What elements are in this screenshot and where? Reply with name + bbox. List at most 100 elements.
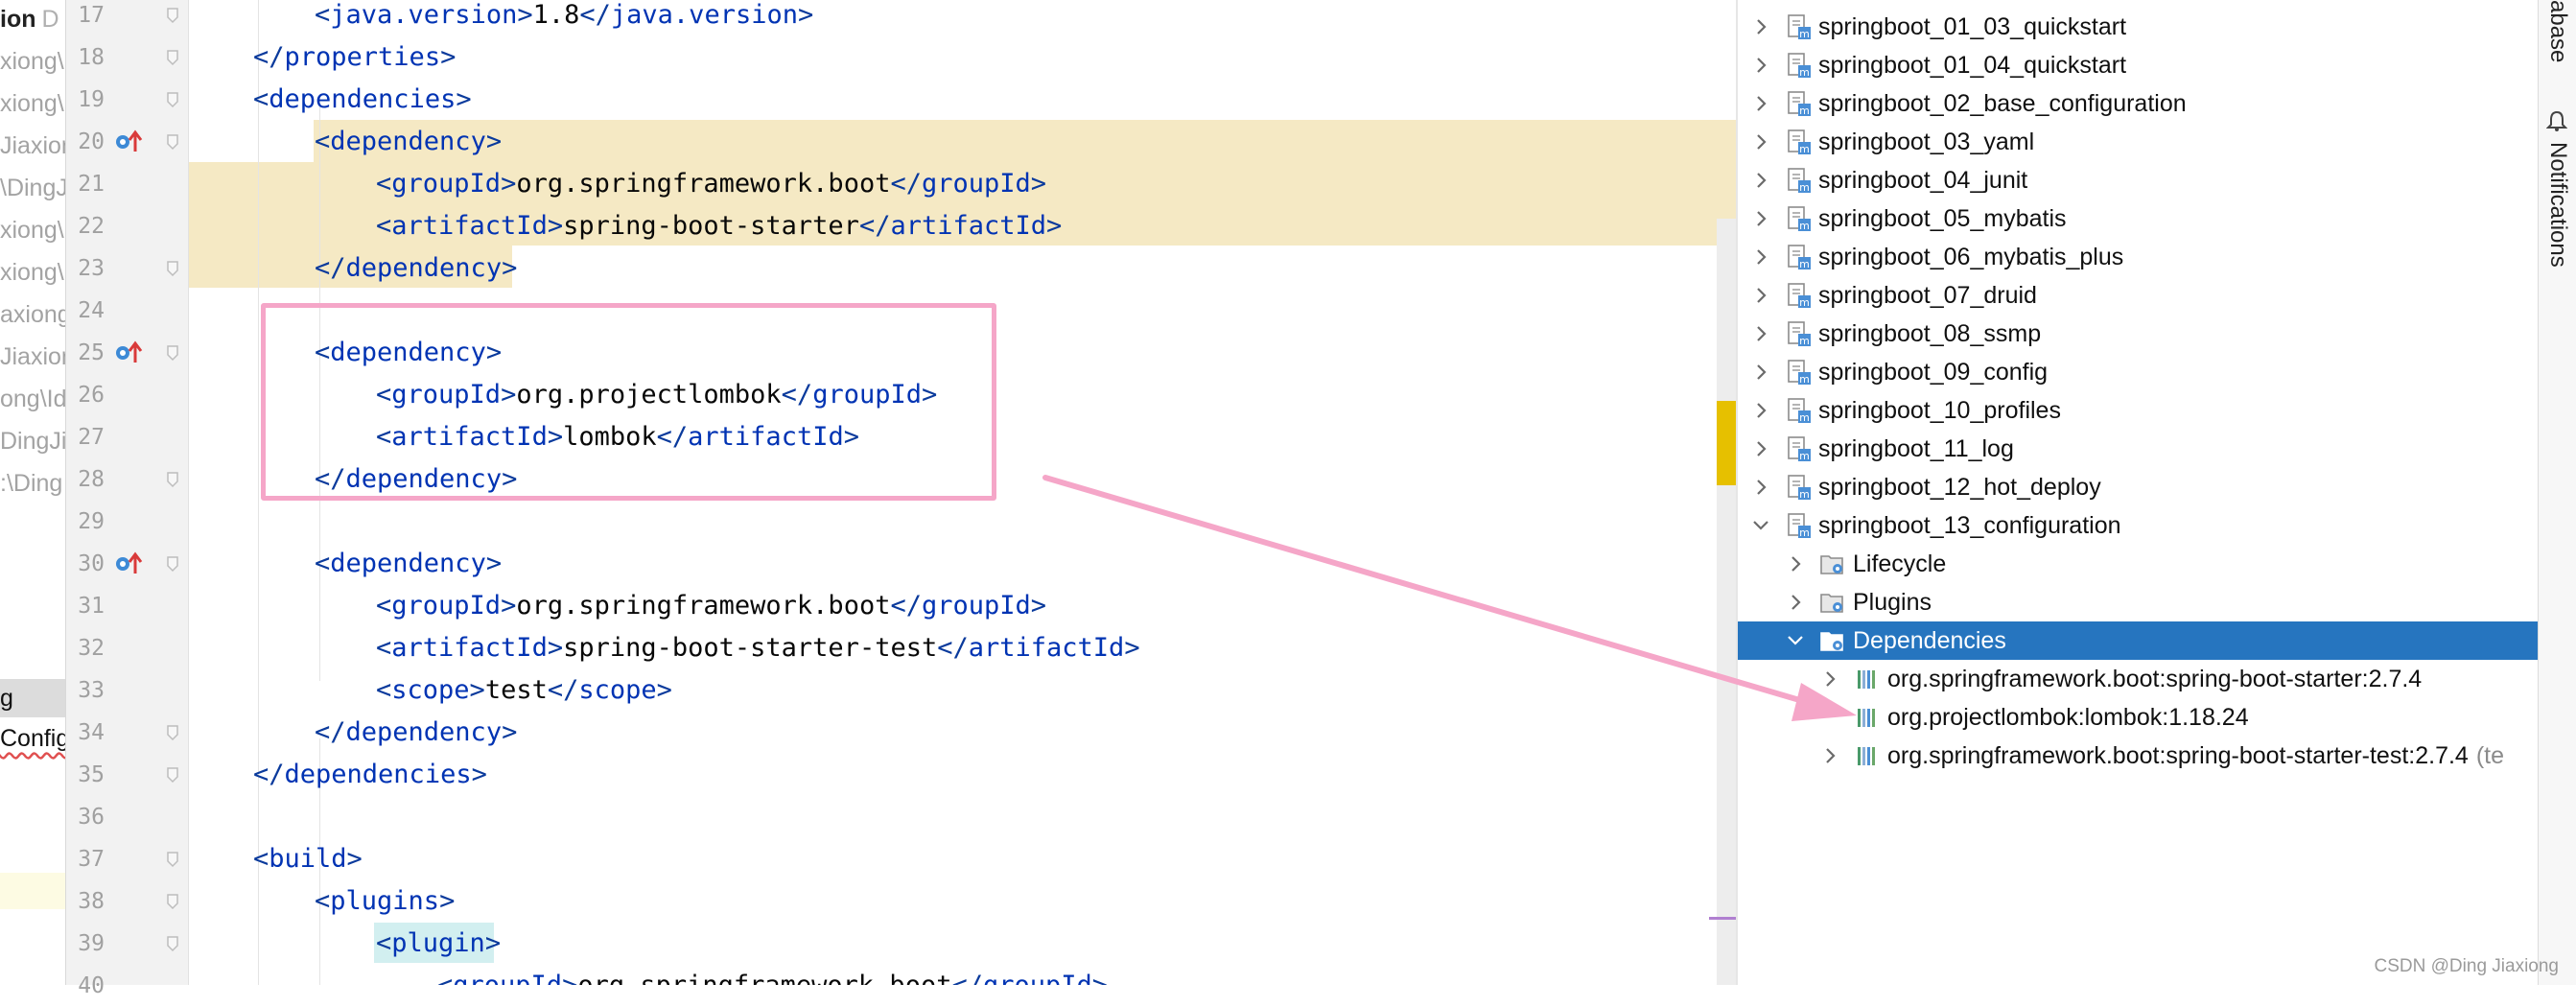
fold-marker-icon[interactable] — [166, 935, 179, 952]
fold-marker-icon[interactable] — [166, 7, 179, 24]
fold-marker-icon[interactable] — [166, 91, 179, 108]
xml-bracket: > — [485, 127, 503, 156]
fold-marker-icon[interactable] — [166, 766, 179, 784]
fold-marker-icon[interactable] — [166, 851, 179, 868]
chevron-down-icon[interactable] — [1749, 514, 1772, 537]
xml-bracket: > — [502, 717, 518, 747]
project-panel-item[interactable]: Jiaxion — [0, 338, 65, 376]
xml-tag-name: dependency — [330, 549, 486, 578]
overrides-marker-icon[interactable] — [114, 129, 143, 155]
project-panel-item[interactable]: xiong\ — [0, 253, 64, 292]
project-panel-item[interactable]: \DingJ — [0, 169, 65, 207]
chevron-right-icon[interactable] — [1818, 667, 1841, 691]
chevron-right-icon[interactable] — [1784, 591, 1807, 614]
xml-bracket: < — [315, 0, 331, 30]
library-icon — [1858, 670, 1875, 689]
project-panel-item[interactable]: :\Ding — [0, 464, 62, 503]
database-tool-button[interactable]: abase — [2545, 0, 2571, 63]
chevron-right-icon[interactable] — [1749, 476, 1772, 499]
fold-marker-icon[interactable] — [166, 344, 179, 362]
maven-tree-node[interactable]: org.projectlombok:lombok:1.18.24 — [1738, 698, 2540, 737]
chevron-right-icon[interactable] — [1749, 399, 1772, 422]
chevron-right-icon[interactable] — [1749, 322, 1772, 345]
maven-tree-node[interactable]: Lifecycle — [1738, 545, 2540, 583]
fold-marker-icon[interactable] — [166, 555, 179, 573]
chevron-right-icon[interactable] — [1749, 92, 1772, 115]
project-panel-item-path: D — [41, 6, 59, 33]
xml-bracket: > — [485, 338, 503, 367]
chevron-right-icon[interactable] — [1784, 552, 1807, 575]
overrides-marker-icon[interactable] — [114, 340, 143, 366]
xml-tag-name: artifactId — [688, 422, 844, 452]
maven-tree-node[interactable]: org.springframework.boot:spring-boot-sta… — [1738, 737, 2540, 775]
line-number: 34 — [78, 720, 105, 745]
svg-text:m: m — [1799, 220, 1810, 232]
scrollbar-warning-marker[interactable] — [1717, 401, 1736, 485]
chevron-right-icon[interactable] — [1749, 284, 1772, 307]
project-panel-selected-item[interactable]: g — [0, 679, 65, 717]
maven-tree-node[interactable]: Dependencies — [1738, 621, 2540, 660]
chevron-right-icon[interactable] — [1749, 437, 1772, 460]
project-panel-item[interactable]: xiong\I — [0, 42, 65, 81]
chevron-right-icon[interactable] — [1818, 744, 1841, 767]
chevron-down-icon[interactable] — [1784, 629, 1807, 652]
maven-tree-node[interactable]: Plugins — [1738, 583, 2540, 621]
line-highlight — [189, 162, 1736, 246]
xml-bracket: </ — [951, 971, 983, 985]
project-panel-config-item[interactable]: Configu — [0, 725, 65, 752]
fold-marker-icon[interactable] — [166, 49, 179, 66]
fold-marker-icon[interactable] — [166, 724, 179, 741]
project-panel-item[interactable]: ong\Id — [0, 380, 65, 418]
svg-text:m: m — [1799, 450, 1810, 462]
xml-bracket: < — [315, 549, 331, 578]
chevron-right-icon[interactable] — [1749, 361, 1772, 384]
chevron-right-icon[interactable] — [1749, 246, 1772, 269]
maven-tree-node[interactable]: m springboot_08_ssmp — [1738, 315, 2540, 353]
fold-marker-icon[interactable] — [166, 893, 179, 910]
chevron-right-icon[interactable] — [1749, 207, 1772, 230]
maven-tree-node-label: springboot_13_configuration — [1818, 506, 2121, 545]
editor-scrollbar[interactable] — [1717, 219, 1736, 985]
watermark: CSDN @Ding Jiaxiong — [2374, 956, 2559, 976]
project-panel-item[interactable]: Jiaxion — [0, 127, 65, 165]
code-editor[interactable]: <java.version>1.8</java.version></proper… — [189, 0, 1736, 985]
fold-marker-icon[interactable] — [166, 471, 179, 488]
chevron-right-icon[interactable] — [1749, 130, 1772, 153]
overrides-marker-icon[interactable] — [114, 550, 143, 577]
xml-tag-name: groupId — [391, 591, 502, 621]
chevron-right-icon[interactable] — [1749, 15, 1772, 38]
maven-tree-node-text: Dependencies — [1853, 627, 2006, 654]
notifications-tool-button[interactable]: Notifications — [2545, 142, 2571, 268]
maven-tree-node-label: springboot_01_03_quickstart — [1818, 8, 2126, 46]
project-panel-item[interactable]: axiong — [0, 295, 65, 334]
chevron-right-icon[interactable] — [1749, 54, 1772, 77]
maven-tree-node-label: springboot_08_ssmp — [1818, 315, 2041, 353]
project-panel-item-label: :\Ding — [0, 470, 63, 497]
fold-marker-icon[interactable] — [166, 260, 179, 277]
plugins-folder-icon — [1820, 594, 1843, 613]
project-panel-item[interactable]: xiong\I — [0, 84, 65, 123]
maven-tree-node[interactable]: org.springframework.boot:spring-boot-sta… — [1738, 660, 2540, 698]
svg-text:m: m — [1799, 335, 1810, 347]
module-icon: m — [1788, 398, 1811, 424]
project-panel-item[interactable]: xiong\ — [0, 211, 64, 249]
fold-marker-icon[interactable] — [166, 133, 179, 151]
code-line: <artifactId>lombok</artifactId> — [376, 416, 859, 458]
chevron-right-icon[interactable] — [1749, 169, 1772, 192]
line-number: 32 — [78, 636, 105, 661]
